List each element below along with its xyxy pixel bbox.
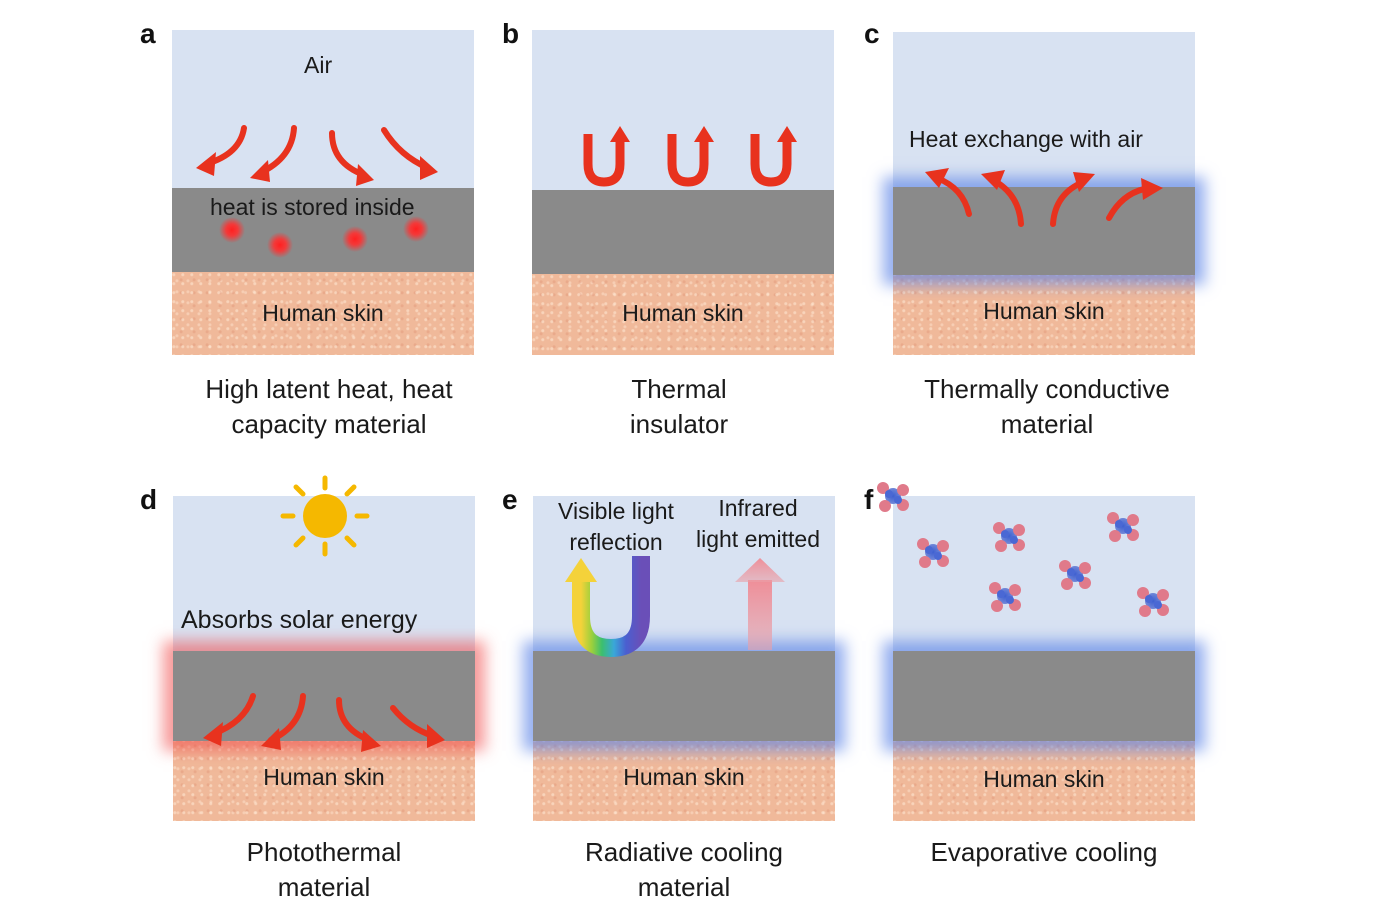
panel-b-graphics	[583, 126, 797, 187]
panel-a-graphics	[196, 125, 438, 258]
visible-light-label: Visible light reflection	[541, 496, 691, 558]
material-layer	[533, 651, 835, 741]
caption-e: Radiative cooling material	[519, 835, 849, 905]
caption-d-line2: material	[277, 872, 371, 902]
caption-b-line2: insulator	[629, 409, 729, 439]
caption-c: Thermally conductive material	[882, 372, 1212, 442]
skin-label: Human skin	[983, 298, 1105, 324]
panel-c: Heat exchange with air Human skin	[893, 32, 1195, 357]
air-label: Air	[304, 52, 333, 78]
water-molecule-icon	[917, 538, 949, 568]
caption-b: Thermal insulator	[514, 372, 844, 442]
caption-d: Photothermal material	[159, 835, 489, 905]
skin-layer	[172, 272, 474, 355]
water-molecule-icon	[989, 582, 1021, 612]
infrared-label: Infrared light emitted	[683, 493, 833, 555]
infrared-arrow-icon	[735, 558, 785, 650]
panel-letter-a: a	[140, 18, 156, 49]
material-layer	[532, 190, 834, 274]
caption-a-line1: High latent heat, heat	[205, 374, 453, 404]
water-molecule-icon	[877, 482, 909, 512]
panel-b: Human skin	[532, 30, 834, 355]
material-layer	[173, 651, 475, 741]
caption-a-line2: capacity material	[231, 409, 427, 439]
visible-light-line2: reflection	[569, 529, 663, 555]
panel-letter-e: e	[502, 484, 518, 515]
skin-layer	[893, 272, 1195, 355]
skin-label: Human skin	[983, 766, 1105, 792]
water-molecule-icon	[1059, 560, 1091, 590]
skin-label: Human skin	[623, 764, 745, 790]
heat-arrow-icon	[203, 125, 431, 178]
skin-label: Human skin	[263, 764, 385, 790]
water-molecule-icon	[993, 522, 1025, 552]
infrared-line1: Infrared	[718, 495, 798, 521]
skin-label: Human skin	[262, 300, 384, 326]
panel-f: Human skin	[877, 482, 1195, 821]
infrared-line2: light emitted	[695, 526, 820, 552]
caption-f-line1: Evaporative cooling	[930, 837, 1158, 867]
heat-stored-label: heat is stored inside	[210, 194, 415, 220]
skin-layer	[173, 738, 475, 821]
skin-layer	[532, 274, 834, 355]
caption-f: Evaporative cooling	[879, 835, 1209, 870]
panel-letter-b: b	[502, 18, 520, 49]
water-molecule-icon	[1137, 587, 1169, 617]
material-layer	[893, 187, 1195, 275]
caption-e-line2: material	[637, 872, 731, 902]
caption-e-line1: Radiative cooling	[584, 837, 783, 867]
skin-layer	[533, 738, 835, 821]
heat-exchange-label: Heat exchange with air	[909, 126, 1143, 152]
panel-letter-d: d	[140, 484, 158, 515]
panel-d-graphics	[203, 475, 445, 752]
caption-c-line1: Thermally conductive	[924, 374, 1170, 404]
caption-b-line1: Thermal	[631, 374, 727, 404]
visible-light-line1: Visible light	[558, 498, 674, 524]
caption-d-line1: Photothermal	[246, 837, 402, 867]
caption-c-line2: material	[1000, 409, 1094, 439]
panel-c-graphics	[925, 168, 1163, 227]
u-turn-arrow-icon	[583, 134, 792, 187]
panel-d: Absorbs solar energy Human skin	[173, 475, 475, 821]
panel-e-graphics	[565, 556, 785, 658]
air-layer	[893, 496, 1195, 651]
panel-letter-c: c	[864, 18, 880, 49]
water-molecule-icon	[1107, 512, 1139, 542]
absorbs-solar-label: Absorbs solar energy	[181, 606, 418, 634]
heat-dot-icon	[219, 216, 429, 258]
material-layer	[893, 651, 1195, 741]
panel-a: Air heat is stored inside Human skin	[172, 30, 474, 355]
heat-arrow-icon	[210, 693, 436, 743]
caption-a: High latent heat, heat capacity material	[164, 372, 494, 442]
air-layer	[893, 32, 1195, 187]
skin-label: Human skin	[622, 300, 744, 326]
panel-e: Visible light reflection Infrared light …	[533, 493, 835, 821]
sun-icon	[280, 475, 370, 557]
panel-f-graphics	[877, 482, 1169, 617]
rainbow-u-arrow-icon	[565, 556, 650, 658]
skin-layer	[893, 738, 1195, 821]
heat-arrow-icon	[934, 175, 1152, 227]
panel-letter-f: f	[864, 484, 874, 515]
